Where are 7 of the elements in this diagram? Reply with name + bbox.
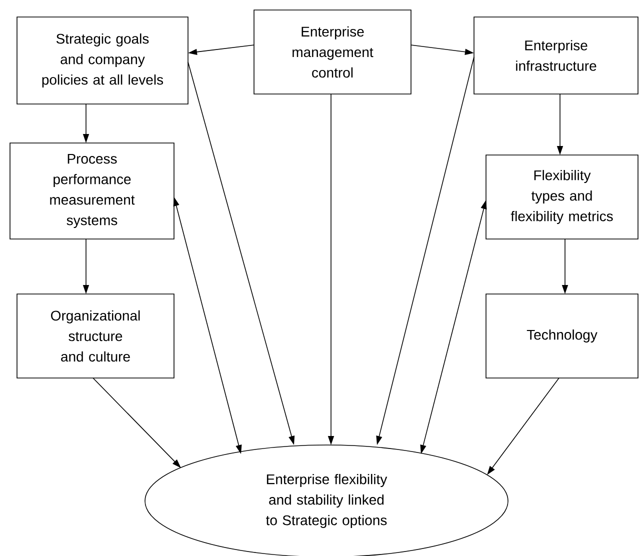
process-box: Organizational structure and culture xyxy=(16,294,174,378)
process-box: Enterprise management control xyxy=(254,10,412,94)
process-box: Flexibility types and flexibility metrics xyxy=(486,154,638,240)
process-box: Technology xyxy=(486,294,638,378)
process-box: Process performance measurement systems xyxy=(10,142,174,240)
process-box: Strategic goals and company policies at all levels xyxy=(16,16,188,104)
process-box: Enterprise infrastructure xyxy=(474,16,638,94)
